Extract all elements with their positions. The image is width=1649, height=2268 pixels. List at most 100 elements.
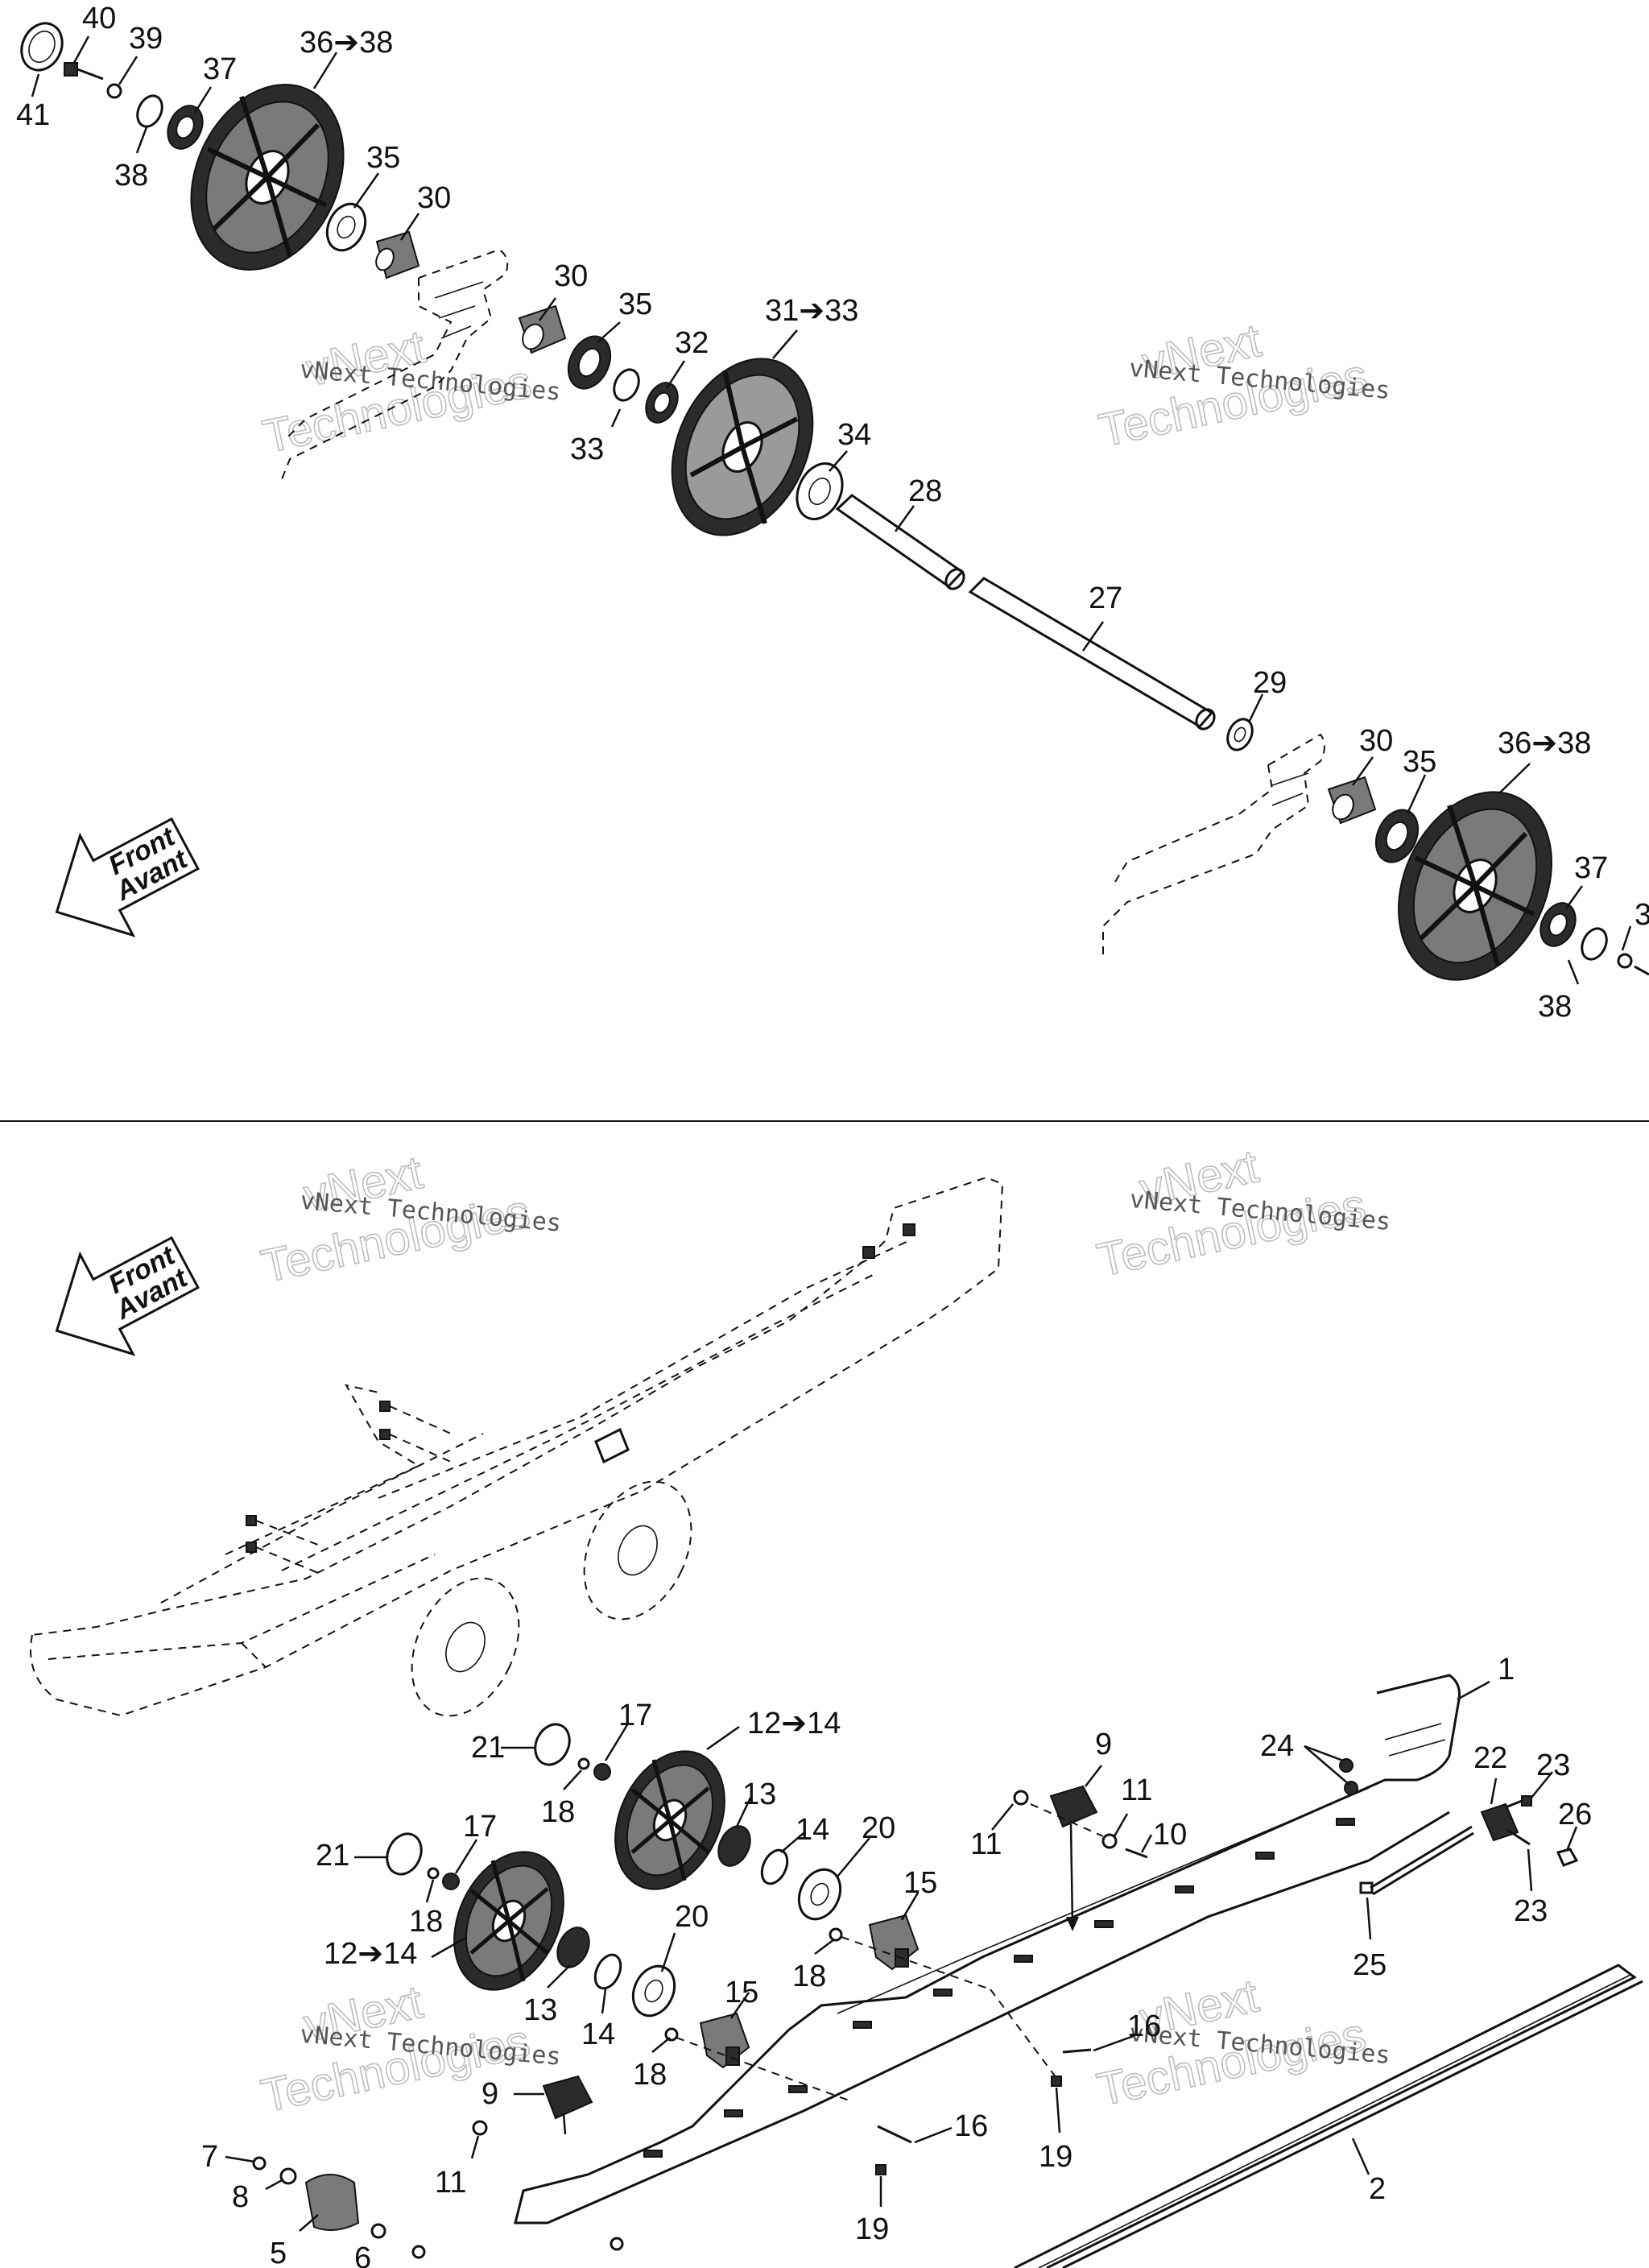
bumper-9-lower bbox=[542, 2075, 593, 2135]
slide-rail-frame-right bbox=[1102, 733, 1325, 958]
assembled-rear-suspension bbox=[30, 1176, 1004, 1717]
front-arrow-bottom: Front Avant bbox=[55, 1235, 200, 1356]
callout-label: 38 bbox=[114, 159, 148, 192]
bolt-24-b bbox=[1344, 1781, 1358, 1795]
callout-label: 32 bbox=[675, 326, 709, 360]
ring-17-upper bbox=[593, 1763, 611, 1781]
washer-39-right bbox=[1617, 953, 1633, 969]
callout-label: 11 bbox=[1121, 1773, 1152, 1807]
ring-17-lower bbox=[442, 1873, 460, 1890]
assembly-guides bbox=[676, 1803, 1104, 2103]
bearing-13-upper bbox=[717, 1825, 751, 1867]
bumper-9-upper bbox=[1049, 1785, 1098, 1931]
callout-label: 26 bbox=[1558, 1798, 1592, 1831]
callout-label: 9 bbox=[1095, 1728, 1112, 1761]
callout-label: 41 bbox=[16, 98, 50, 132]
callout-label: 22 bbox=[1473, 1741, 1507, 1775]
washer-6 bbox=[370, 2223, 386, 2239]
callout-label: 30 bbox=[417, 181, 451, 215]
ring-38 bbox=[136, 94, 163, 128]
callout-label: 14 bbox=[796, 1813, 829, 1847]
idler-wheel-upper bbox=[614, 1750, 725, 1890]
callout-label: 30 bbox=[1359, 724, 1393, 758]
slider-block-5 bbox=[304, 2174, 360, 2231]
idler-wheel-top-left bbox=[190, 84, 345, 271]
callout-label: 15 bbox=[725, 1976, 758, 2009]
callout-label: 23 bbox=[1536, 1749, 1570, 1782]
callout-label: 29 bbox=[1253, 666, 1287, 700]
callout-label: 21 bbox=[471, 1731, 505, 1765]
callout-label: 8 bbox=[232, 2180, 249, 2214]
spacer-35-second bbox=[567, 335, 612, 390]
spacer-30-second bbox=[518, 304, 567, 354]
front-arrow-top: Front Avant bbox=[55, 817, 200, 937]
slide-rail-1 bbox=[514, 1674, 1461, 2225]
bolt-19-lower bbox=[875, 2164, 886, 2175]
callout-label: 16 bbox=[1127, 2009, 1161, 2043]
bearing-32 bbox=[645, 382, 679, 424]
bolt-40 bbox=[64, 62, 104, 81]
leader-lines-bottom bbox=[225, 1680, 1578, 2232]
callout-label: 10 bbox=[1153, 1818, 1187, 1852]
callout-label: 15 bbox=[903, 1866, 937, 1900]
washer-39 bbox=[106, 83, 122, 99]
callout-label: 5 bbox=[270, 2237, 287, 2268]
ring-14-lower bbox=[593, 1953, 622, 1990]
washer-11-upper bbox=[1013, 1790, 1029, 1806]
callout-label: 36➔38 bbox=[1498, 726, 1591, 760]
bolt-24-a bbox=[1339, 1758, 1354, 1773]
callout-label: 3 bbox=[1635, 898, 1649, 932]
bolt-23-upper bbox=[1505, 1795, 1532, 1809]
callout-label: 20 bbox=[862, 1811, 895, 1845]
washer-11-right bbox=[1101, 1833, 1118, 1849]
callout-label: 19 bbox=[855, 2212, 889, 2246]
rear-axle-block-22 bbox=[1480, 1802, 1519, 1842]
callout-label: 18 bbox=[633, 2058, 667, 2092]
nut-26 bbox=[1556, 1848, 1579, 1867]
callout-label: 16 bbox=[954, 2109, 988, 2143]
callout-label: 17 bbox=[618, 1699, 652, 1732]
bolt-23-lower bbox=[1506, 1828, 1531, 1846]
screw-10 bbox=[1125, 1848, 1148, 1859]
ring-38-right bbox=[1581, 927, 1608, 961]
axle-28 bbox=[835, 494, 965, 590]
washer-11-lower bbox=[472, 2120, 488, 2136]
spacer-34 bbox=[796, 462, 844, 520]
callout-label: 9 bbox=[481, 2077, 498, 2111]
ring-33 bbox=[613, 368, 640, 402]
axle-27 bbox=[968, 577, 1216, 730]
slider-shoe-2 bbox=[1014, 1964, 1643, 2268]
spacer-20-lower bbox=[631, 1964, 676, 2018]
callout-label: 6 bbox=[354, 2241, 371, 2268]
callout-label: 2 bbox=[1369, 2172, 1386, 2206]
callout-label: 18 bbox=[409, 1905, 443, 1939]
bearing-13-lower bbox=[556, 1927, 590, 1968]
washer-18-bottom bbox=[664, 2027, 679, 2042]
axle-support-15-lower bbox=[699, 2012, 750, 2069]
callout-label: 17 bbox=[463, 1810, 497, 1844]
callout-label: 18 bbox=[792, 1960, 826, 1993]
screw-16-upper bbox=[1062, 2048, 1092, 2054]
bolt-40-right bbox=[1634, 965, 1649, 976]
callout-label: 11 bbox=[970, 1827, 1002, 1861]
callout-label: 20 bbox=[675, 1900, 709, 1934]
washer-bottom bbox=[610, 2237, 624, 2251]
callout-label: 11 bbox=[435, 2166, 466, 2200]
callout-label: 14 bbox=[581, 2018, 615, 2051]
callout-label: 12➔14 bbox=[324, 1937, 417, 1971]
callout-label: 35 bbox=[366, 141, 400, 175]
idler-wheel-right bbox=[1398, 791, 1552, 981]
callout-label: 37 bbox=[1574, 851, 1608, 885]
seal-21-lower bbox=[386, 1832, 423, 1876]
callout-label: 24 bbox=[1260, 1729, 1294, 1763]
leader-lines-top bbox=[31, 35, 1632, 985]
callout-label: 12➔14 bbox=[747, 1707, 841, 1740]
callout-label: 35 bbox=[1403, 745, 1436, 779]
callout-label: 34 bbox=[837, 418, 871, 452]
callout-label: 25 bbox=[1353, 1948, 1387, 1982]
washer-18-lower bbox=[427, 1867, 440, 1880]
callout-label: 27 bbox=[1089, 581, 1122, 615]
